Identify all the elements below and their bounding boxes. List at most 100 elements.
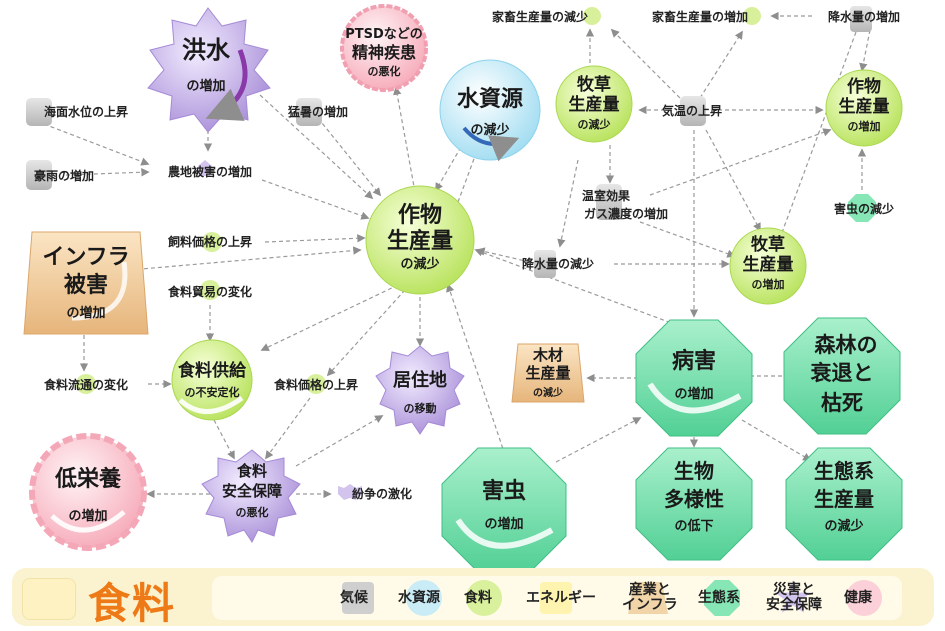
feed-price-label: 飼料価格の上昇 xyxy=(167,234,252,249)
biodiversity-line3: の低下 xyxy=(674,518,713,534)
forest-node: 森林の 衰退と 枯死 xyxy=(783,317,901,435)
food-trade-node: 食料貿易の変化 xyxy=(167,280,252,300)
infra-damage-node: インフラ 被害 の増加 xyxy=(23,231,149,335)
food-security-line1: 食料 xyxy=(237,462,267,480)
heavy-rain-label: 豪雨の増加 xyxy=(34,168,94,183)
crop-dec-line3: の減少 xyxy=(400,256,439,272)
flood-main: 洪水 xyxy=(182,36,231,64)
disease-main: 病害 xyxy=(672,348,716,374)
precip-decrease-label: 降水量の減少 xyxy=(522,256,594,271)
crop-dec-line1: 作物 xyxy=(398,202,442,228)
pasture-decrease-node: 牧草 生産量 の減少 xyxy=(555,65,633,143)
infra-line2: 被害 xyxy=(64,272,108,298)
legend-label-climate: 気候 xyxy=(340,589,368,606)
malnutrition-main: 低栄養 xyxy=(54,466,121,492)
residence-node: 居住地 の移動 xyxy=(375,345,465,435)
food-security-node: 食料 安全保障 の悪化 xyxy=(201,449,301,543)
pasture-inc-line2: 生産量 xyxy=(743,254,794,275)
ecosystem-line1: 生態系 xyxy=(814,459,874,483)
pasture-inc-line3: の増加 xyxy=(752,277,785,291)
residence-main: 居住地 xyxy=(393,369,447,391)
food-supply-node: 食料供給 の不安定化 xyxy=(171,339,253,421)
flood-node: 洪水 の増加 xyxy=(147,7,271,133)
disease-node: 病害 の増加 xyxy=(635,319,753,437)
feed-price-node: 飼料価格の上昇 xyxy=(167,232,252,252)
precip-increase-label: 降水量の増加 xyxy=(828,9,900,24)
industry-swatch xyxy=(628,582,668,614)
timber-node: 木材 生産量 の減少 xyxy=(511,343,585,403)
food-supply-main: 食料供給 xyxy=(178,360,247,381)
timber-line2: 生産量 xyxy=(525,364,570,382)
legend-item-climate: 気候 xyxy=(340,578,374,618)
livestock-decrease-node: 家畜生産量の減少 xyxy=(492,7,601,25)
biodiversity-line1: 生物 xyxy=(674,459,714,483)
ghg-line1: 温室効果 xyxy=(582,188,630,203)
ptsd-line1: PTSDなどの xyxy=(345,27,423,42)
food-distribution-node: 食料流通の変化 xyxy=(43,374,128,394)
legend-label-health: 健康 xyxy=(844,589,872,606)
crop-increase-node: 作物 生産量 の増加 xyxy=(825,69,903,147)
health-swatch xyxy=(846,580,882,616)
food-security-line2: 安全保障 xyxy=(222,482,282,500)
crop-decrease-node: 作物 生産量 の減少 xyxy=(365,185,475,295)
food-price-label: 食料価格の上昇 xyxy=(273,377,358,392)
legend-label-industry: 産業と インフラ xyxy=(622,582,678,613)
timber-line3: の減少 xyxy=(533,386,563,399)
pest-increase-node: 害虫 の増加 xyxy=(441,447,567,573)
pasture-dec-line3: の減少 xyxy=(578,117,611,131)
ptsd-line2: 精神疾患 xyxy=(352,43,416,62)
legend-item-ecosystem: 生態系 xyxy=(698,578,740,618)
legend-label-water: 水資源 xyxy=(398,589,440,606)
legend-label-ecosystem: 生態系 xyxy=(698,589,740,606)
temperature-rise-label: 気温の上昇 xyxy=(662,103,722,118)
food-supply-sub: の不安定化 xyxy=(185,385,240,399)
livestock-increase-node: 家畜生産量の増加 xyxy=(652,7,761,25)
timber-line1: 木材 xyxy=(532,346,563,364)
water-swatch xyxy=(406,580,442,616)
food-swatch xyxy=(466,580,502,616)
energy-swatch xyxy=(540,582,572,614)
food-trade-label: 食料貿易の変化 xyxy=(167,284,252,299)
heat-increase-label: 猛暑の増加 xyxy=(287,104,348,119)
precip-decrease-node: 降水量の減少 xyxy=(522,250,594,278)
crop-inc-line2: 生産量 xyxy=(839,96,890,117)
legend-item-water: 水資源 xyxy=(398,578,442,618)
biodiversity-node: 生物 多様性 の低下 xyxy=(635,447,753,561)
residence-sub: の移動 xyxy=(404,401,437,415)
food-security-line3: の悪化 xyxy=(236,505,269,519)
legend-item-energy: エネルギー xyxy=(526,578,596,618)
forest-line1: 森林の xyxy=(815,333,878,357)
farm-damage-node: 農地被害の増加 xyxy=(168,160,252,179)
crop-inc-line3: の増加 xyxy=(848,119,881,133)
legend-label-energy: エネルギー xyxy=(526,589,596,606)
food-price-node: 食料価格の上昇 xyxy=(273,374,358,394)
pasture-increase-node: 牧草 生産量 の増加 xyxy=(729,227,807,305)
conflict-label: 紛争の激化 xyxy=(352,486,412,501)
pasture-dec-line1: 牧草 xyxy=(577,74,611,95)
ghg-line2: ガス濃度の増加 xyxy=(584,206,668,221)
infra-line3: の増加 xyxy=(66,305,105,321)
ptsd-line3: の悪化 xyxy=(368,64,401,78)
malnutrition-node: 低栄養 の増加 xyxy=(29,433,147,551)
heavy-rain-node: 豪雨の増加 xyxy=(26,160,94,190)
crop-inc-line1: 作物 xyxy=(847,76,881,97)
category-title: 食料 xyxy=(88,579,177,628)
pest-decrease-label: 害虫の減少 xyxy=(834,201,894,216)
infra-line1: インフラ xyxy=(42,245,129,270)
conflict-node: 紛争の激化 xyxy=(338,484,412,501)
forest-line3: 枯死 xyxy=(821,391,863,415)
ecosystem-swatch xyxy=(704,580,740,616)
livestock-decrease-label: 家畜生産量の減少 xyxy=(492,9,588,24)
heat-increase-node: 猛暑の増加 xyxy=(287,98,348,126)
ecosystem-line2: 生産量 xyxy=(814,487,874,511)
water-main: 水資源 xyxy=(457,86,523,112)
water-sub: の減少 xyxy=(470,122,509,138)
pest-decrease-node: 害虫の減少 xyxy=(834,194,894,222)
arrows xyxy=(43,11,871,499)
ecosystem-node: 生態系 生産量 の減少 xyxy=(785,447,903,561)
forest-line2: 衰退と xyxy=(811,361,874,385)
food-distribution-label: 食料流通の変化 xyxy=(43,377,128,392)
legend-item-industry: 産業と インフラ xyxy=(622,578,678,618)
ecosystem-line3: の減少 xyxy=(824,518,863,534)
